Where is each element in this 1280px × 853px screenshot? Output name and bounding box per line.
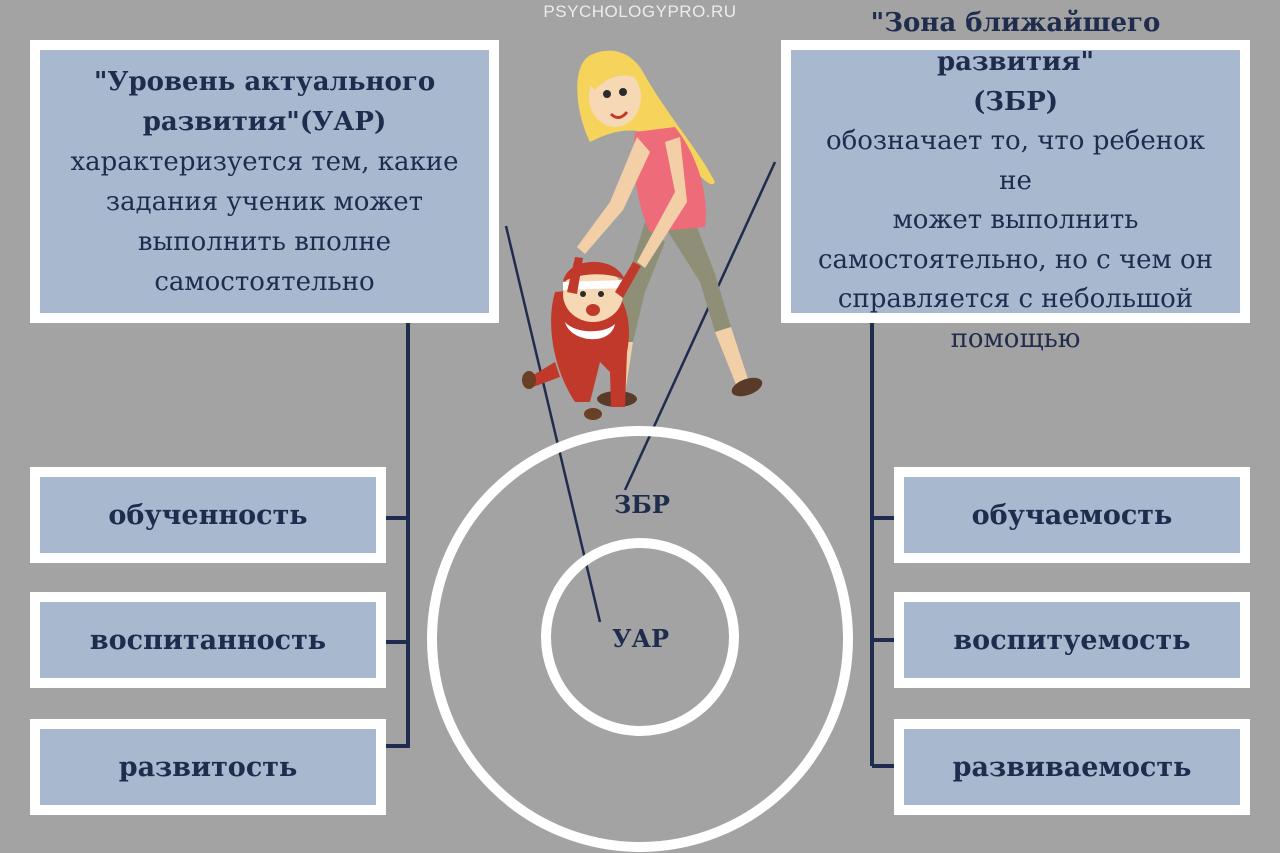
uar-title-line2: развития"(УАР) (142, 106, 387, 137)
item-label: обученность (108, 499, 308, 531)
uar-text-line2: задания ученик может (105, 186, 424, 217)
uar-inner-circle (541, 538, 739, 736)
item-obuchennost: обученность (30, 467, 386, 563)
uar-text-line4: самостоятельно (154, 266, 375, 297)
uar-circle-label: УАР (612, 624, 670, 653)
item-razvivaemost: развиваемость (894, 719, 1250, 815)
item-label: обучаемость (971, 499, 1173, 531)
zbr-text-line2: может выполнить (892, 205, 1139, 236)
zbr-circle-label: ЗБР (614, 490, 670, 519)
zbr-text-line5: помощью (950, 323, 1081, 354)
mother-child-illustration (522, 50, 763, 420)
zbr-text-line4: справляется с небольшой (837, 284, 1194, 315)
zbr-definition-box: "Зона ближайшего развития" (ЗБР) обознач… (781, 8, 1250, 354)
item-razvitost: развитость (30, 719, 386, 815)
uar-text-line1: характеризуется тем, какие (70, 146, 459, 177)
zbr-title-line2: (ЗБР) (972, 86, 1059, 117)
zbr-title-line1: "Зона ближайшего развития" (870, 7, 1161, 78)
zbr-text-line3: самостоятельно, но с чем он (817, 244, 1213, 275)
item-vospituemost: воспитуемость (894, 592, 1250, 688)
uar-text-line3: выполнить вполне (137, 226, 392, 257)
item-label: развитость (118, 751, 298, 783)
item-label: воспитанность (89, 624, 327, 656)
uar-title-line1: "Уровень актуального (93, 66, 436, 97)
site-watermark: PSYCHOLOGYPRO.RU (543, 2, 737, 21)
zbr-text-line1: обозначает то, что ребенок не (825, 126, 1206, 196)
item-vospitannost: воспитанность (30, 592, 386, 688)
zbr-outer-circle (427, 426, 853, 852)
item-label: развиваемость (952, 751, 1192, 783)
item-label: воспитуемость (953, 624, 1191, 656)
item-obuchaemost: обучаемость (894, 467, 1250, 563)
uar-definition-box: "Уровень актуального развития"(УАР) хара… (30, 40, 499, 323)
